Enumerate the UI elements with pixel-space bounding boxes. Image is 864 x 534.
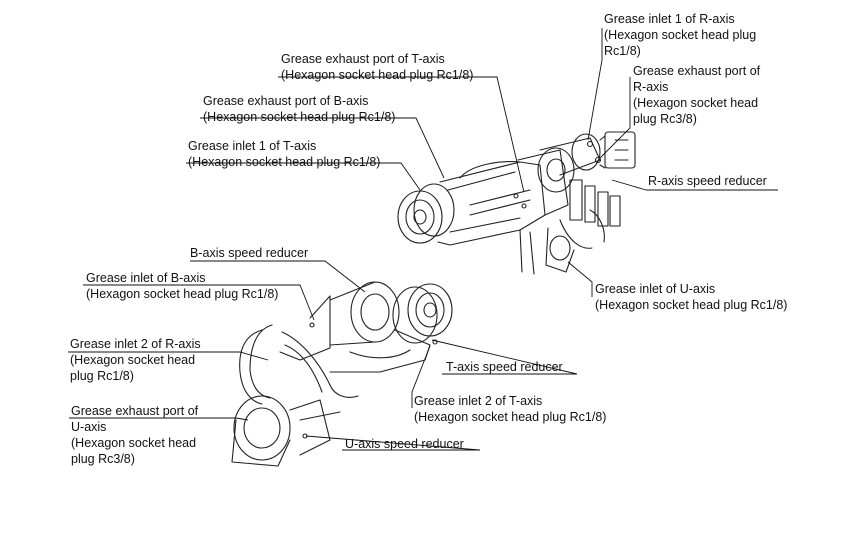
- label-b-axis-reducer: B-axis speed reducer: [190, 245, 308, 261]
- label-line: (Hexagon socket head plug: [604, 28, 757, 42]
- label-line: Grease inlet of U-axis: [595, 282, 716, 296]
- label-t-axis-inlet-1: Grease inlet 1 of T-axis (Hexagon socket…: [188, 138, 380, 170]
- label-line: (Hexagon socket head: [71, 436, 197, 450]
- label-u-axis-exhaust: Grease exhaust port of U-axis (Hexagon s…: [71, 403, 198, 467]
- label-line: (Hexagon socket head: [633, 96, 759, 110]
- label-r-axis-inlet-1: Grease inlet 1 of R-axis (Hexagon socket…: [604, 11, 756, 59]
- label-line: T-axis speed reducer: [446, 360, 563, 374]
- leader-lines: [68, 28, 778, 451]
- label-line: Rc1/8): [604, 44, 641, 58]
- label-line: (Hexagon socket head plug Rc1/8): [203, 110, 396, 124]
- label-line: B-axis speed reducer: [190, 246, 309, 260]
- label-line: Grease inlet of B-axis: [86, 271, 206, 285]
- label-line: Grease exhaust port of B-axis: [203, 94, 369, 108]
- label-u-axis-reducer: U-axis speed reducer: [345, 436, 464, 452]
- label-line: U-axis speed reducer: [345, 437, 464, 451]
- label-line: (Hexagon socket head plug Rc1/8): [414, 410, 607, 424]
- label-line: Grease inlet 1 of R-axis: [604, 12, 735, 26]
- label-t-axis-reducer: T-axis speed reducer: [446, 359, 563, 375]
- label-line: R-axis speed reducer: [648, 174, 767, 188]
- label-line: plug Rc3/8): [633, 112, 697, 126]
- label-line: (Hexagon socket head plug Rc1/8): [188, 155, 381, 169]
- label-r-axis-exhaust: Grease exhaust port of R-axis (Hexagon s…: [633, 63, 760, 127]
- label-line: Grease exhaust port of: [71, 404, 199, 418]
- label-b-axis-exhaust: Grease exhaust port of B-axis (Hexagon s…: [203, 93, 395, 125]
- label-r-axis-reducer: R-axis speed reducer: [648, 173, 767, 189]
- label-u-axis-inlet: Grease inlet of U-axis (Hexagon socket h…: [595, 281, 787, 313]
- label-line: R-axis: [633, 80, 669, 94]
- label-line: (Hexagon socket head plug Rc1/8): [86, 287, 279, 301]
- label-line: U-axis: [71, 420, 107, 434]
- label-line: Grease inlet 1 of T-axis: [188, 139, 317, 153]
- label-line: plug Rc1/8): [70, 369, 134, 383]
- label-line: plug Rc3/8): [71, 452, 135, 466]
- upper-arm-assembly: [397, 131, 636, 275]
- label-r-axis-inlet-2: Grease inlet 2 of R-axis (Hexagon socket…: [70, 336, 201, 384]
- label-line: Grease exhaust port of: [633, 64, 761, 78]
- label-b-axis-inlet: Grease inlet of B-axis (Hexagon socket h…: [86, 270, 278, 302]
- label-t-axis-exhaust: Grease exhaust port of T-axis (Hexagon s…: [281, 51, 473, 83]
- label-line: Grease inlet 2 of R-axis: [70, 337, 201, 351]
- label-t-axis-inlet-2: Grease inlet 2 of T-axis (Hexagon socket…: [414, 393, 606, 425]
- label-line: Grease inlet 2 of T-axis: [414, 394, 543, 408]
- label-line: (Hexagon socket head plug Rc1/8): [595, 298, 788, 312]
- label-line: Grease exhaust port of T-axis: [281, 52, 445, 66]
- label-line: (Hexagon socket head: [70, 353, 196, 367]
- label-line: (Hexagon socket head plug Rc1/8): [281, 68, 474, 82]
